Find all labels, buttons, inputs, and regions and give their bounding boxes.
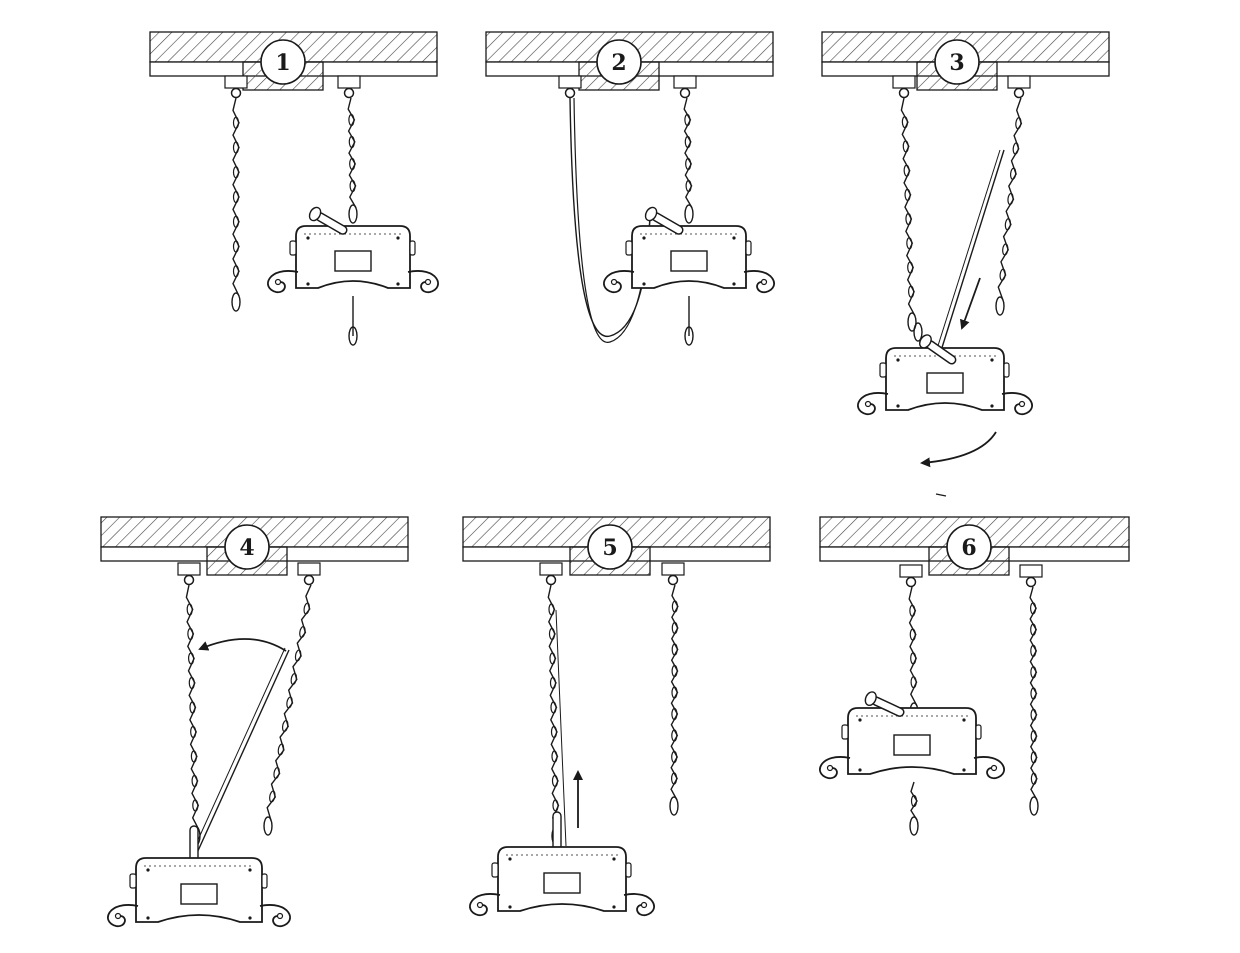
ceiling-rail: 6	[819, 516, 1130, 576]
display-window	[180, 883, 218, 905]
rail-bracket	[899, 564, 923, 588]
ceiling-rail: 1	[149, 31, 438, 91]
step-number: 4	[239, 535, 254, 561]
strap-loop	[900, 97, 917, 332]
hook-left-icon	[469, 893, 501, 917]
hook-right-icon	[623, 893, 655, 917]
display-window	[543, 872, 581, 894]
step-number: 1	[275, 50, 290, 76]
rotation-arrow	[920, 431, 997, 468]
step-number: 6	[961, 535, 976, 561]
step-number-circle	[934, 39, 980, 85]
step-number-circle	[224, 524, 270, 570]
ceiling-rail: 4	[100, 516, 409, 576]
rail-bracket	[539, 562, 563, 586]
rail-bracket	[297, 562, 321, 586]
strap-loop	[231, 97, 241, 312]
step-5-panel: 5	[462, 516, 771, 917]
release-handle	[644, 206, 684, 235]
strap-loop	[995, 97, 1023, 316]
strap-loop	[908, 586, 919, 722]
hook-left-icon	[267, 270, 299, 294]
strap-loop	[185, 584, 201, 846]
ceiling-rail: 2	[485, 31, 774, 91]
rail-bracket	[177, 562, 201, 586]
step-2-panel: 2	[485, 31, 775, 346]
step-3-panel: 3	[821, 31, 1110, 497]
hoist-unit	[819, 691, 1005, 780]
step-number-circle	[260, 39, 306, 85]
hook-left-icon	[107, 904, 139, 928]
display-window	[926, 372, 964, 394]
strap-loop	[669, 584, 679, 816]
rail-bracket	[1007, 75, 1031, 99]
hook-right-icon	[1001, 392, 1033, 416]
release-handle	[308, 206, 348, 235]
rail-bracket	[337, 75, 361, 99]
step-number: 3	[949, 50, 964, 76]
step-6-panel: 6	[819, 516, 1130, 836]
step-number: 5	[602, 535, 617, 561]
strap-loop	[347, 97, 358, 224]
hook-right-icon	[973, 756, 1005, 780]
strap-loop	[569, 97, 651, 343]
release-handle	[919, 334, 957, 365]
step-number-circle	[587, 524, 633, 570]
hoist-unit	[267, 206, 439, 294]
hook-left-icon	[603, 270, 635, 294]
rail-bracket	[224, 75, 248, 99]
display-window	[893, 734, 931, 756]
hook-left-icon	[819, 756, 851, 780]
rail-bracket	[1019, 564, 1043, 588]
step-number: 2	[611, 50, 626, 76]
strap-loop	[263, 584, 312, 836]
hook-right-icon	[743, 270, 775, 294]
hoist-unit	[857, 334, 1033, 416]
step-number-circle	[596, 39, 642, 85]
release-handle	[864, 691, 905, 717]
display-window	[670, 250, 708, 272]
rail-bracket	[661, 562, 685, 586]
rail-bracket	[673, 75, 697, 99]
rotation-arrow	[198, 638, 287, 652]
step-number-circle	[946, 524, 992, 570]
ceiling-rail: 3	[821, 31, 1110, 91]
strap-loop	[909, 781, 919, 836]
hoist-unit	[469, 846, 655, 917]
step-4-panel: 4	[100, 516, 409, 928]
step-1-panel: 1	[149, 31, 439, 346]
hook-left-icon	[857, 392, 889, 416]
strap-loop	[1029, 586, 1039, 816]
display-window	[334, 250, 372, 272]
direction-arrow-down	[960, 277, 981, 330]
hook-right-icon	[259, 904, 291, 928]
strap-loop	[547, 584, 561, 846]
hoist-unit	[603, 206, 775, 294]
hook-right-icon	[407, 270, 439, 294]
strap-loop	[683, 97, 694, 224]
rail-bracket	[892, 75, 916, 99]
rail-bracket	[558, 75, 582, 99]
ceiling-rail: 5	[462, 516, 771, 576]
hoist-unit	[107, 857, 291, 928]
